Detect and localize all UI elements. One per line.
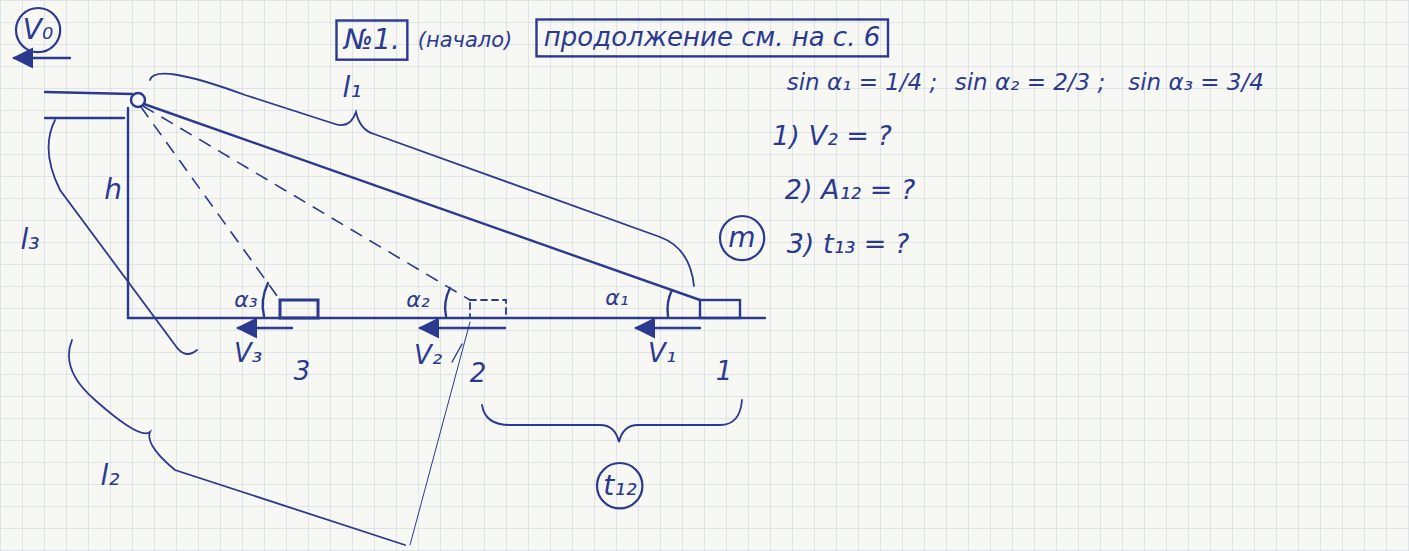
- position-number: 1: [716, 357, 733, 387]
- circled-symbol: V₀: [14, 6, 62, 54]
- length-brace: [150, 74, 694, 286]
- time-brace: [482, 400, 742, 442]
- velocity-label: V₃: [234, 339, 262, 369]
- length-brace: [49, 120, 197, 354]
- angle-arc: [445, 288, 450, 316]
- node-text: продолжение см. на с. 6: [544, 23, 881, 53]
- height-label: h: [104, 174, 122, 206]
- note-box: продолжение см. на с. 6: [535, 18, 890, 58]
- length-brace: [69, 340, 405, 545]
- length-label: l₁: [342, 72, 361, 104]
- rope-dashed: [143, 106, 470, 300]
- node-text: t₁₂: [603, 470, 636, 502]
- box-outline: [337, 20, 408, 59]
- angle-arc: [668, 290, 673, 316]
- node-text: m: [728, 222, 755, 254]
- problem-number-box: №1.: [335, 19, 409, 61]
- circle-outline: [597, 463, 642, 508]
- given-value: sin α₁ = 1/4 ;: [787, 69, 938, 95]
- velocity-arrow: [420, 327, 505, 329]
- circle-outline: [16, 8, 60, 52]
- rope: [45, 117, 124, 119]
- node-text: №1.: [344, 24, 400, 56]
- circle-outline: [720, 216, 764, 260]
- velocity-label: V₁: [648, 339, 676, 369]
- angle-label: α₁: [605, 285, 628, 310]
- velocity-arrow: [238, 327, 292, 329]
- leader-line: [410, 322, 470, 545]
- given-value: sin α₂ = 2/3 ;: [955, 69, 1106, 95]
- position-number: 3: [294, 357, 311, 387]
- note-text: (начало): [418, 28, 513, 52]
- question: 3) t₁₃ = ?: [787, 228, 910, 259]
- rope-dashed: [141, 107, 280, 300]
- block: [280, 300, 318, 318]
- question: 1) V₂ = ?: [772, 120, 892, 151]
- velocity-arrow: [14, 57, 70, 59]
- node-text-group: продолжение см. на с. 6: [544, 23, 881, 53]
- position-number: 2: [470, 359, 487, 389]
- angle-label: α₃: [234, 287, 257, 312]
- circled-symbol: m: [718, 214, 766, 262]
- angle-label: α₂: [406, 287, 429, 312]
- circled-symbol: t₁₂: [595, 461, 644, 510]
- tick-mark: [452, 344, 462, 362]
- length-label: l₃: [20, 224, 39, 256]
- angle-arc: [263, 283, 268, 316]
- box-outline: [536, 20, 888, 57]
- given-value: sin α₃ = 3/4: [1128, 69, 1264, 95]
- velocity-label: V₂: [414, 341, 442, 371]
- block-dashed: [470, 300, 506, 318]
- node-text-group: m: [728, 222, 755, 254]
- length-label: l₂: [100, 460, 119, 492]
- node-text: V₀: [23, 14, 53, 46]
- question: 2) A₁₂ = ?: [785, 174, 916, 205]
- rope: [45, 92, 132, 94]
- pulley: [131, 93, 145, 107]
- node-text-group: V₀: [23, 14, 53, 46]
- velocity-arrow: [636, 327, 700, 329]
- block: [700, 300, 740, 318]
- node-text-group: t₁₂: [603, 470, 636, 502]
- node-text-group: №1.: [344, 24, 400, 56]
- rope: [144, 104, 700, 300]
